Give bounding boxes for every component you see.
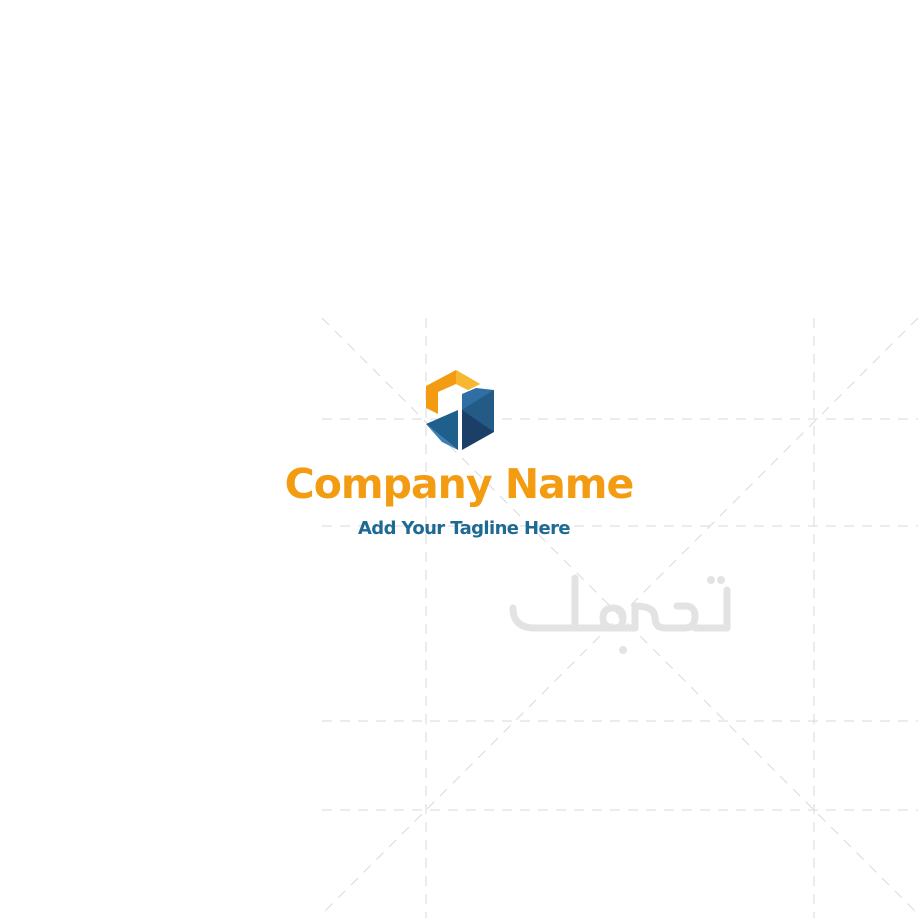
tagline-text: Add Your Tagline Here bbox=[357, 518, 571, 539]
company-name-text: Company Name bbox=[284, 460, 635, 508]
watermark-logo-icon bbox=[509, 574, 731, 654]
company-name: Company Name bbox=[0, 456, 918, 512]
hexagon-logo-icon bbox=[426, 370, 494, 450]
tagline: Add Your Tagline Here bbox=[0, 515, 918, 543]
